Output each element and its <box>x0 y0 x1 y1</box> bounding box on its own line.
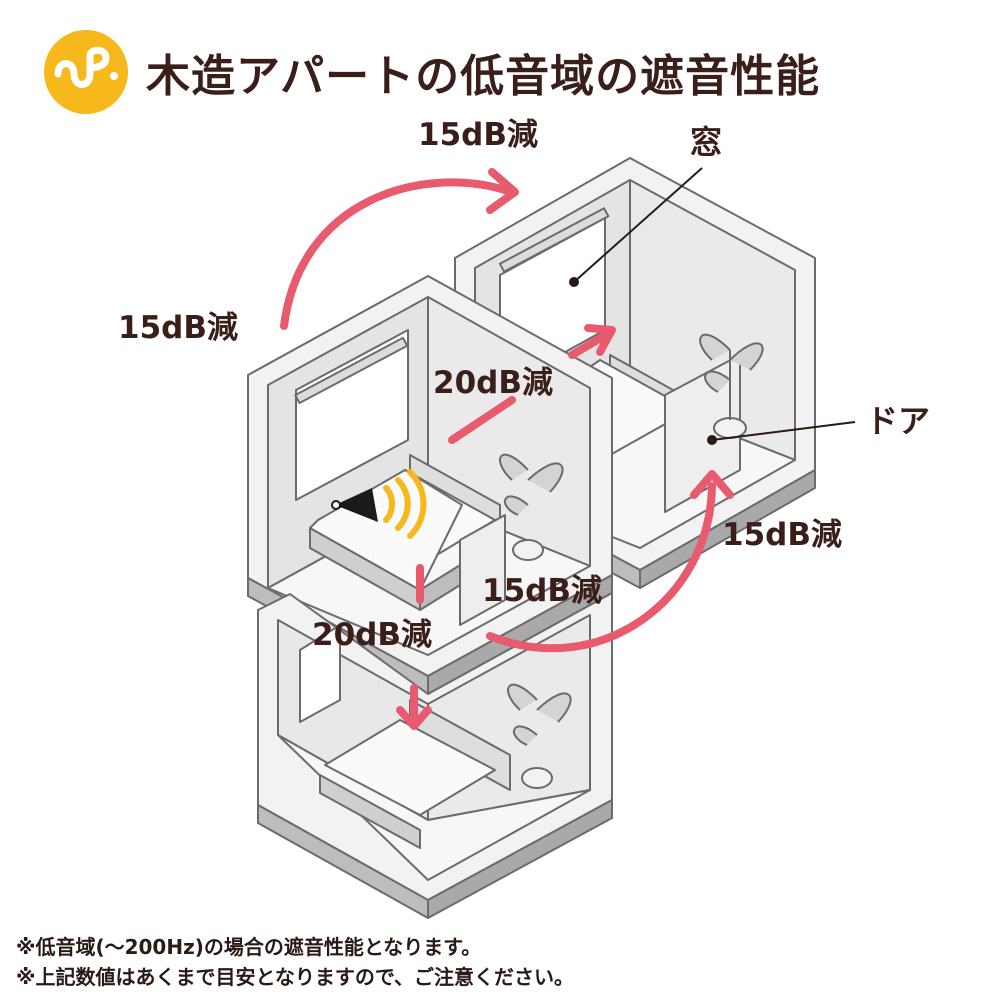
header: 木造アパートの低音域の遮音性能 <box>44 30 820 114</box>
label-downward-reduction: 20dB減 <box>312 617 432 653</box>
logo-icon <box>44 30 128 114</box>
speaker-icon <box>331 488 378 522</box>
label-lower-diagonal-reduction: 15dB減 <box>482 573 602 609</box>
page-title: 木造アパートの低音域の遮音性能 <box>146 51 821 102</box>
sound-waves-icon <box>383 469 427 539</box>
room-lower <box>257 592 613 919</box>
arrow-horizontal-head <box>584 324 616 356</box>
window-leader <box>573 167 703 283</box>
arrow-upper-arc <box>280 178 509 330</box>
footnotes: ※低音域(〜200Hz)の場合の遮音性能となります。 ※上記数値はあくまで目安と… <box>16 932 574 992</box>
label-upper-right-reduction: 15dB減 <box>418 117 538 153</box>
room-source <box>247 275 613 695</box>
arrow-upper-arc-head <box>486 168 519 214</box>
footnote-1: ※低音域(〜200Hz)の場合の遮音性能となります。 <box>16 935 482 959</box>
label-right-reduction: 15dB減 <box>722 517 842 553</box>
footnote-2: ※上記数値はあくまで目安となりますので、ご注意ください。 <box>16 965 575 989</box>
arrow-lower-arc-head <box>690 470 734 499</box>
arrow-lower-arc <box>486 482 716 653</box>
door-leader <box>711 421 856 441</box>
label-window: 窓 <box>690 123 723 161</box>
arrow-horizontal <box>448 396 516 444</box>
label-left-reduction: 15dB減 <box>118 310 238 346</box>
arrow-horizontal-2 <box>568 332 608 359</box>
arrow-downward-head <box>396 706 432 730</box>
label-horizontal-reduction: 20dB減 <box>433 365 553 401</box>
label-door: ドア <box>866 402 931 440</box>
